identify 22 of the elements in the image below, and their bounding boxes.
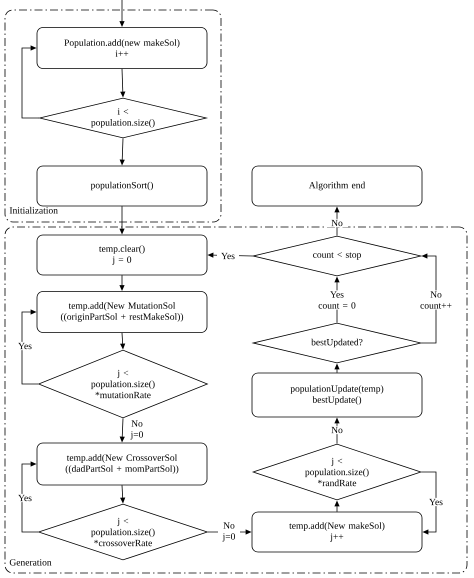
edge-label: No [326,426,348,434]
arrow [22,45,40,118]
edge-label: Yes [425,498,447,506]
edge-label: Yes [14,342,36,350]
edge-label: No [326,218,348,228]
process-box: populationSort() [36,166,208,206]
process-box: temp.add(New makeSol) j++ [252,512,422,552]
edge-label: Yes count = 0 [316,290,358,310]
edge-label: Yes [217,252,239,260]
edge-label: No j=0 [126,419,148,441]
arrow [421,472,436,535]
edge-label: Yes [14,494,36,502]
arrow [22,309,38,384]
process-box: temp.clear() j = 0 [36,234,208,276]
process-box: Population.add(new makeSol) i++ [36,27,208,69]
process-box: Algorithm end [252,166,422,206]
arrow [22,461,38,532]
process-box: populationUpdate(temp) bestUpdate() [252,372,422,418]
edge-label: No j=0 [218,521,240,543]
process-box: temp.add(New MutationSol ((originPartSol + restMakeSol)) [36,291,208,333]
process-box: temp.add(New CrossoverSol ((dadPartSol + momPartSol)) [36,442,208,486]
edge-label: No count++ [417,290,455,310]
